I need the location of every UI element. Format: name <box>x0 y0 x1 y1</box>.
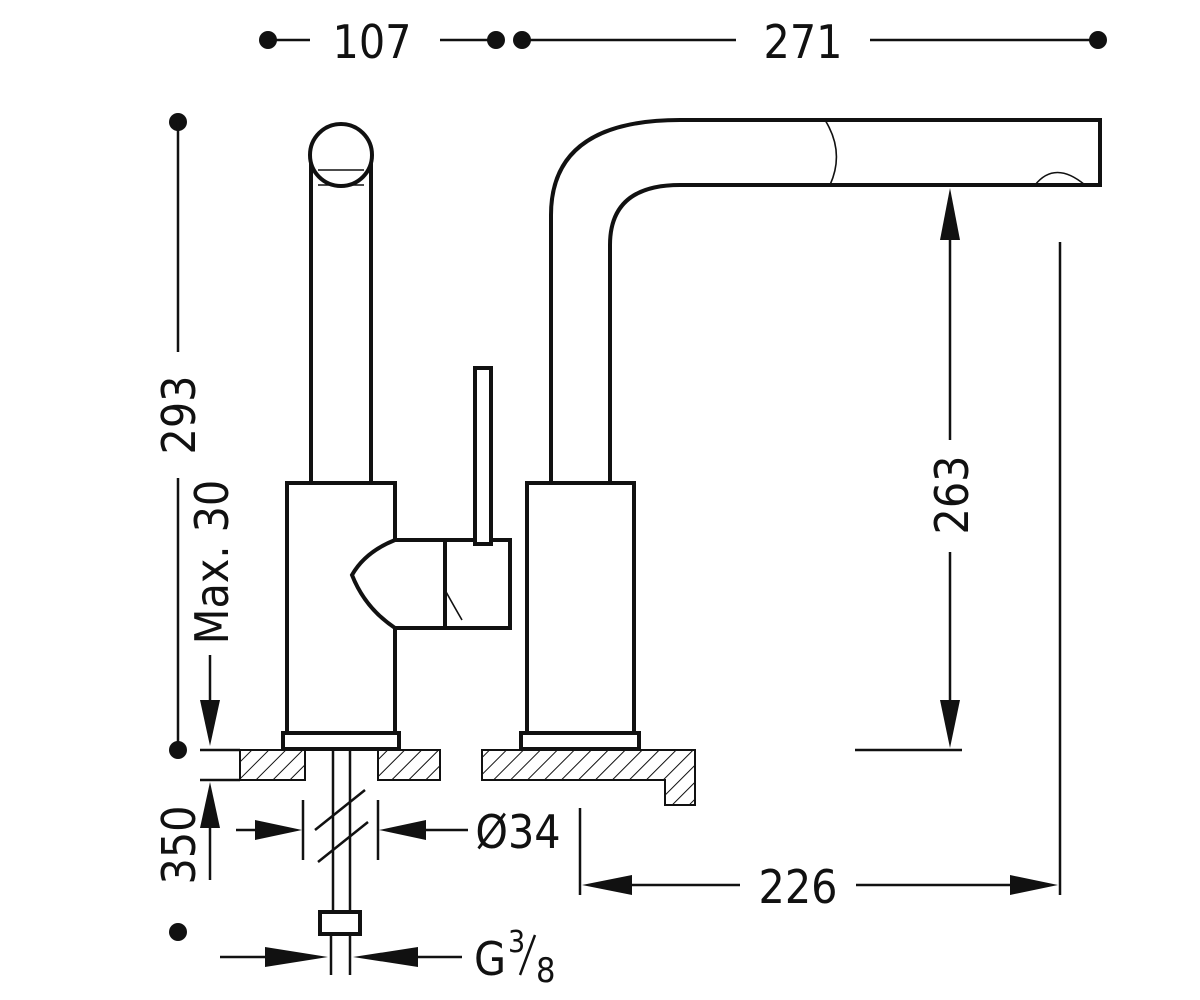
dimension-350-label: 350 <box>152 806 206 885</box>
dimension-293-label: 293 <box>152 376 206 455</box>
dimension-107-label: 107 <box>333 15 412 69</box>
spout <box>519 118 1102 751</box>
dimension-263-label: 263 <box>925 456 979 535</box>
dimension-107: 107 <box>259 15 505 69</box>
dimension-diameter-34-label: Ø34 <box>475 805 560 859</box>
dimension-max-30: Max. 30 <box>185 480 240 828</box>
dimension-thread-g3-8: G 3 8 <box>220 925 555 991</box>
dimension-thread-denominator: 8 <box>536 951 555 991</box>
dimension-thread-label: G <box>474 932 506 986</box>
countertop-section <box>239 749 696 806</box>
dimension-263: 263 <box>855 188 979 752</box>
dimension-226: 226 <box>578 242 1062 914</box>
dimension-226-label: 226 <box>759 860 838 914</box>
dimension-thread-numerator: 3 <box>508 925 525 960</box>
dimension-271: 271 <box>513 15 1107 69</box>
dimension-293: 293 <box>152 113 206 759</box>
mixer-body <box>281 122 512 751</box>
dimension-271-label: 271 <box>764 15 843 69</box>
dimension-max-30-label: Max. 30 <box>185 480 239 644</box>
dimension-350: 350 <box>152 806 212 941</box>
supply-hose <box>314 750 369 975</box>
dimension-diameter-34: Ø34 <box>236 800 561 860</box>
